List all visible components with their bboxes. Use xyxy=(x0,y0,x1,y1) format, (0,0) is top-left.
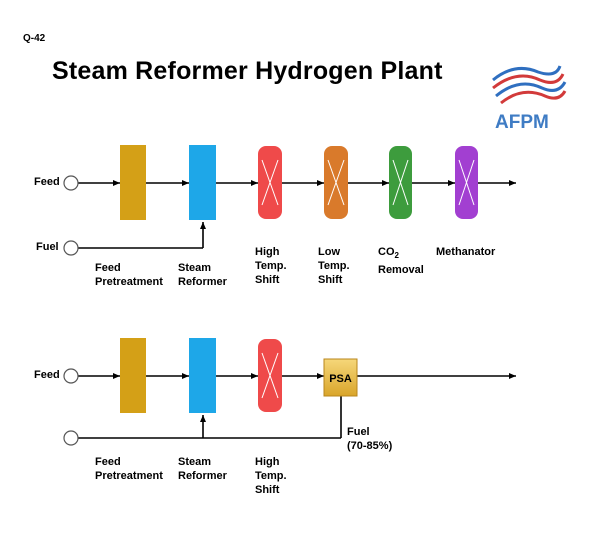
bottom-feed-label: Feed xyxy=(34,369,60,381)
page-title: Steam Reformer Hydrogen Plant xyxy=(52,57,443,85)
bottom-high-temp-shift-vessel xyxy=(258,339,282,412)
bottom-steam-reformer-unit xyxy=(189,338,216,413)
top-high-temp-shift-label: High Temp. Shift xyxy=(255,246,287,286)
top-feed-pretreatment-unit xyxy=(120,145,146,220)
top-fuel-inlet xyxy=(63,240,79,256)
top-low-temp-shift-vessel xyxy=(324,146,348,219)
bottom-feed-pretreatment-label: Feed Pretreatment xyxy=(95,456,163,482)
slide-code: Q-42 xyxy=(23,33,46,44)
afpm-logo-mark xyxy=(492,65,567,105)
bottom-high-temp-shift-label: High Temp. Shift xyxy=(255,456,287,496)
fuel-percentage-note: Fuel (70-85%) xyxy=(347,426,393,452)
top-low-temp-shift-label: Low Temp. Shift xyxy=(318,246,350,286)
top-feed-pretreatment-label: Feed Pretreatment xyxy=(95,262,163,288)
psa-unit: PSA xyxy=(323,358,358,397)
afpm-logo-text: AFPM xyxy=(495,112,549,133)
top-fuel-label: Fuel xyxy=(36,241,59,253)
top-co2-removal-vessel xyxy=(389,146,412,219)
bottom-process-lines xyxy=(78,373,516,439)
top-steam-reformer-unit xyxy=(189,145,216,220)
top-steam-reformer-label: Steam Reformer xyxy=(178,262,227,288)
top-methanator-label: Methanator xyxy=(436,246,496,258)
top-methanator-vessel xyxy=(455,146,478,219)
top-feed-inlet xyxy=(63,175,79,191)
bottom-feed-pretreatment-unit xyxy=(120,338,146,413)
psa-label: PSA xyxy=(329,373,352,385)
top-feed-label: Feed xyxy=(34,176,60,188)
bottom-fuel-inlet xyxy=(63,430,79,446)
bottom-steam-reformer-label: Steam Reformer xyxy=(178,456,227,482)
bottom-feed-inlet xyxy=(63,368,79,384)
top-process-lines xyxy=(78,180,516,249)
top-high-temp-shift-vessel xyxy=(258,146,282,219)
